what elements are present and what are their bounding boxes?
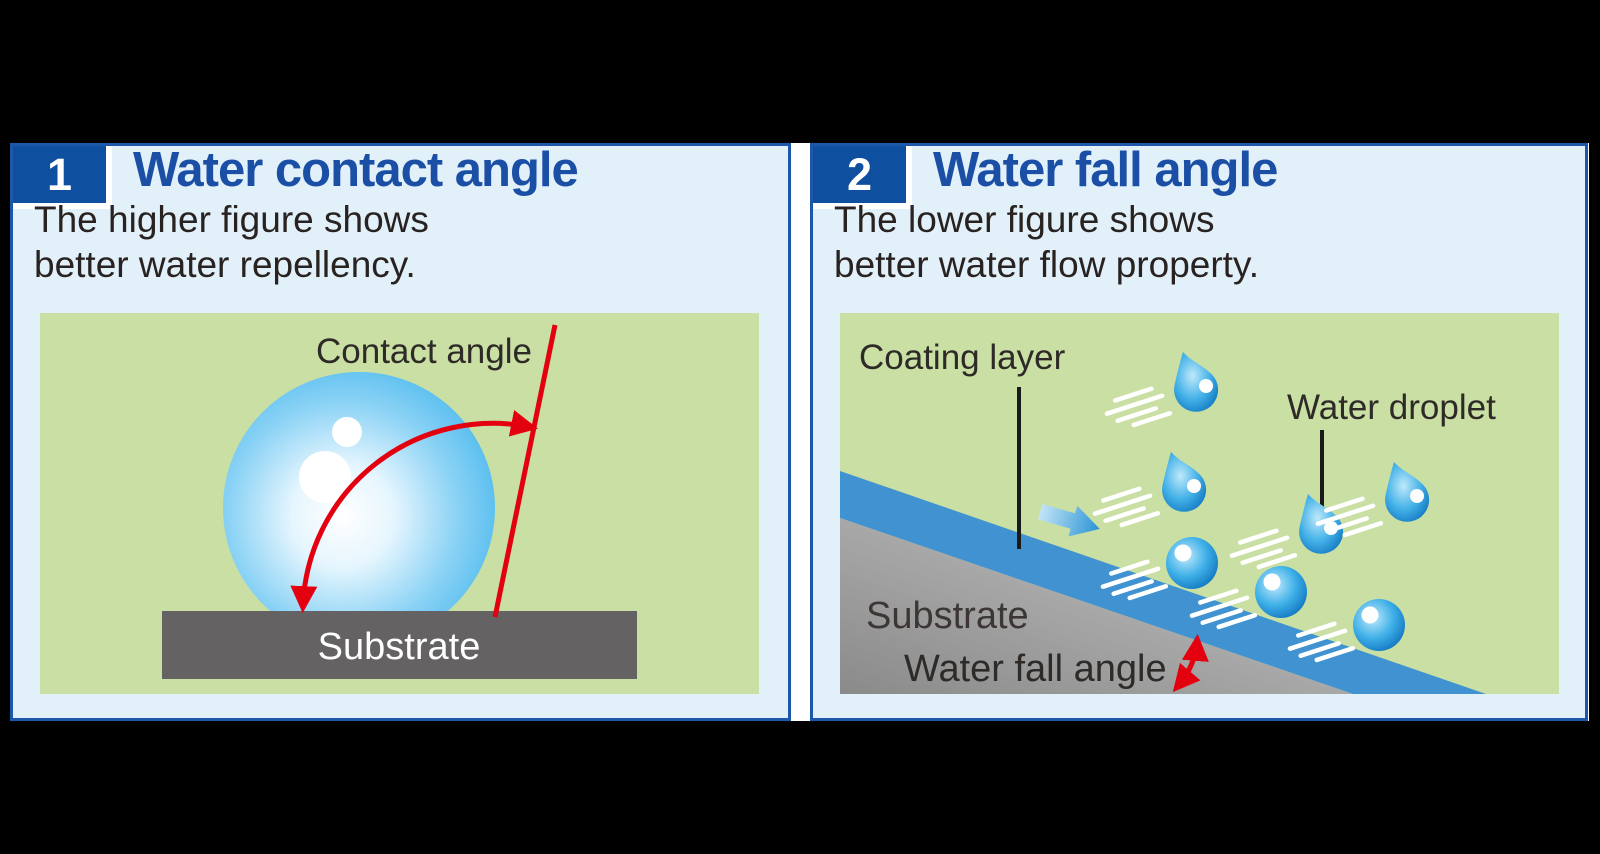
flow-direction-arrow: [1037, 504, 1100, 537]
panels-backdrop: 1 Water contact angle The higher figure …: [10, 143, 1589, 721]
contact-angle-label: Contact angle: [316, 332, 532, 371]
water-droplet-label: Water droplet: [1287, 388, 1496, 427]
panel1-subtitle-line1: The higher figure shows: [34, 199, 429, 240]
panel2-subtitle-line2: better water flow property.: [834, 244, 1259, 285]
contact-angle-arc-arrow: [290, 410, 538, 614]
panel2-number-badge: 2: [813, 146, 912, 209]
substrate-label: Substrate: [318, 626, 481, 668]
panel2-title: Water fall angle: [933, 143, 1278, 197]
panel2-subtitle-line1: The lower figure shows: [834, 199, 1215, 240]
coating-layer-label: Coating layer: [859, 338, 1066, 377]
panel1-subtitle-line2: better water repellency.: [34, 244, 416, 285]
substrate-label: Substrate: [866, 595, 1029, 637]
panel2-number: 2: [846, 148, 873, 200]
panel1-number: 1: [46, 148, 73, 200]
water-fall-angle-diagram: Coating layer Water droplet Substrate Wa…: [840, 313, 1559, 694]
panel1-title: Water contact angle: [133, 143, 579, 197]
water-fall-angle-label: Water fall angle: [904, 648, 1167, 690]
substrate-wedge: [840, 518, 1353, 694]
substrate-bar: [162, 611, 637, 679]
drop-highlight-small: [332, 417, 362, 447]
contact-angle-diagram: Substrate Contact angle: [40, 313, 759, 694]
fall-angle-arc-arrow: [1172, 633, 1209, 693]
panel-water-contact-angle: 1 Water contact angle The higher figure …: [10, 143, 791, 721]
panel-water-fall-angle: 2 Water fall angle The lower figure show…: [810, 143, 1588, 721]
water-drop: [223, 372, 495, 644]
panel1-number-badge: 1: [13, 146, 112, 209]
